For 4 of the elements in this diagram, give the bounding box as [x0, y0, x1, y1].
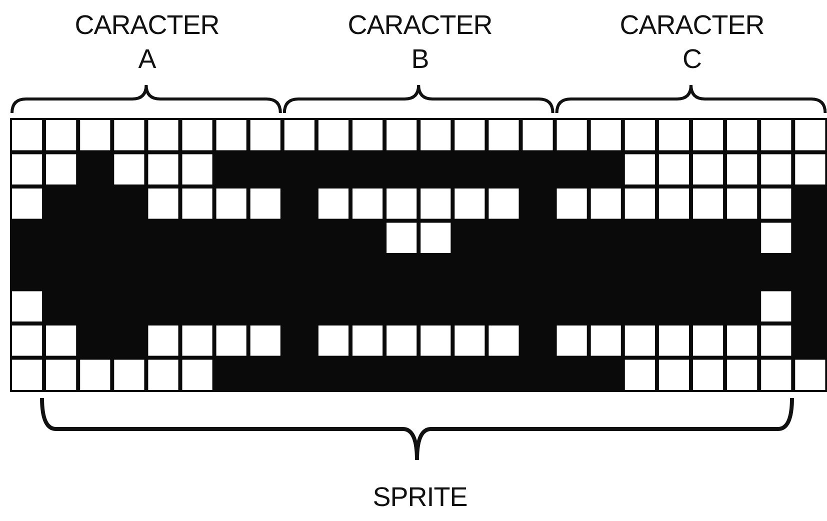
caption-label: CARACTER C	[620, 9, 764, 76]
caption-label: SPRITE	[372, 481, 468, 514]
caption-label: CARACTER B	[348, 9, 492, 76]
caption-label: CARACTER A	[74, 9, 220, 76]
